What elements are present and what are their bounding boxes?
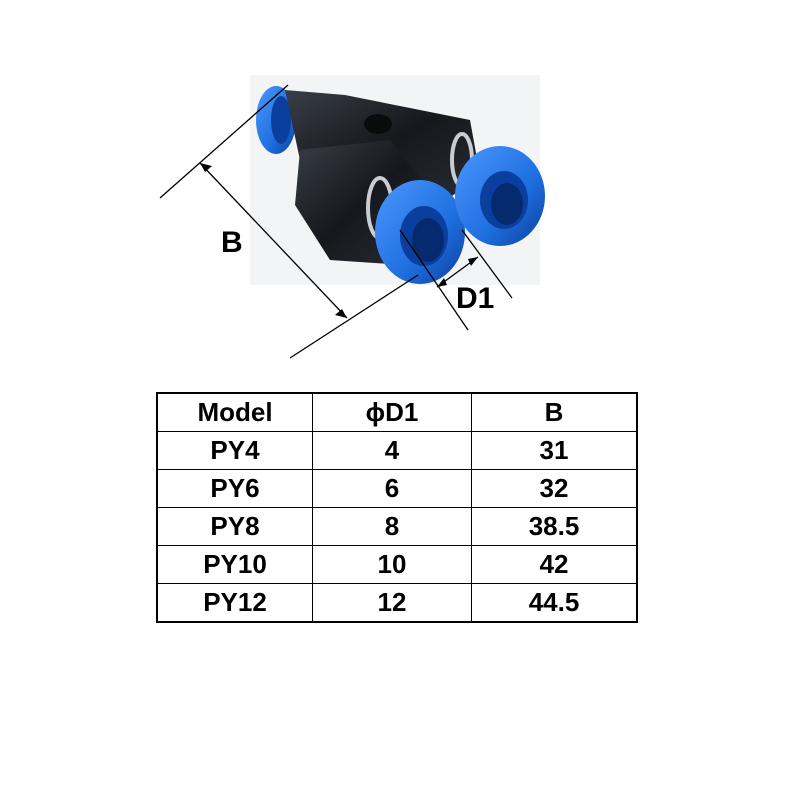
specification-table: Model ϕD1 B PY4 4 31 PY6 6 32 PY8 8 38.5…: [156, 392, 638, 623]
header-b: B: [471, 392, 638, 432]
cell-d1: 12: [312, 583, 472, 623]
cell-model: PY6: [156, 469, 313, 508]
dimension-d1-arrow-b: [468, 257, 478, 266]
cell-model: PY10: [156, 545, 313, 584]
mounting-hole: [364, 114, 392, 134]
table-row: PY12 12 44.5: [156, 583, 638, 623]
dimension-label-d1: D1: [456, 282, 495, 315]
cell-b: 44.5: [471, 583, 638, 623]
cell-b: 42: [471, 545, 638, 584]
dimension-b-arrow-top: [200, 163, 212, 172]
table-row: PY4 4 31: [156, 431, 638, 470]
header-d1: ϕD1: [312, 392, 472, 432]
table-row: PY10 10 42: [156, 545, 638, 584]
table-row: PY6 6 32: [156, 469, 638, 508]
cell-b: 32: [471, 469, 638, 508]
table-header-row: Model ϕD1 B: [156, 392, 638, 432]
cell-model: PY8: [156, 507, 313, 546]
back-collet: [256, 86, 296, 154]
cell-b: 38.5: [471, 507, 638, 546]
cell-d1: 10: [312, 545, 472, 584]
front-collet-right: [455, 146, 545, 246]
dimension-d1-arrow-a: [437, 278, 447, 287]
cell-d1: 6: [312, 469, 472, 508]
cell-model: PY4: [156, 431, 313, 470]
fitting-diagram: B D1: [0, 0, 800, 370]
front-collet-left: [375, 180, 465, 284]
dimension-b-arrow-bottom: [335, 309, 347, 318]
cell-model: PY12: [156, 583, 313, 623]
y-connector-illustration: [159, 75, 545, 359]
table-row: PY8 8 38.5: [156, 507, 638, 546]
dimension-b-lines: [159, 84, 419, 359]
cell-d1: 8: [312, 507, 472, 546]
cell-d1: 4: [312, 431, 472, 470]
dimension-label-b: B: [221, 226, 243, 259]
cell-b: 31: [471, 431, 638, 470]
header-model: Model: [156, 392, 313, 432]
